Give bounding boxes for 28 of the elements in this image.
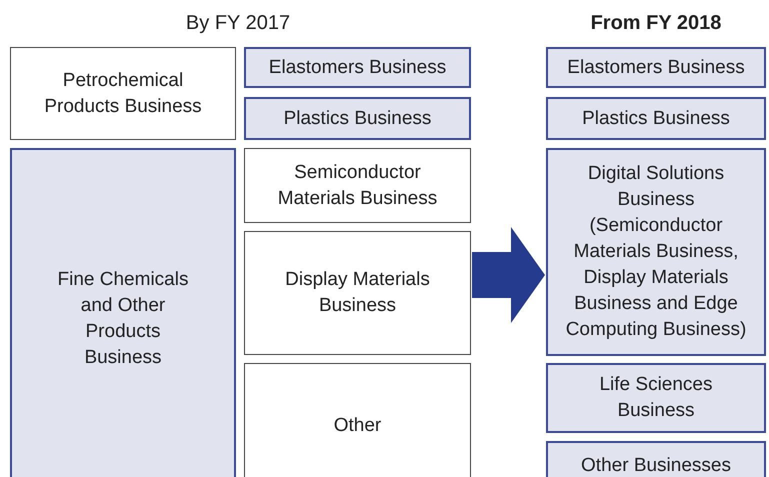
column-heading: From FY 2018 (590, 12, 722, 35)
box-title: Petrochemical Products Business (43, 68, 203, 118)
box-title: Digital Solutions Business (586, 162, 726, 212)
business-box (546, 148, 766, 356)
box-title: Elastomers Business (268, 56, 446, 80)
box-title: Other (334, 414, 382, 438)
business-box (546, 441, 766, 477)
business-box (10, 47, 236, 140)
business-box (546, 97, 766, 140)
business-box (244, 47, 471, 88)
box-title: Semiconductor Materials Business (276, 160, 438, 210)
box-title: Elastomers Business (567, 56, 745, 80)
business-box (244, 231, 471, 355)
business-box (546, 47, 766, 88)
business-box (244, 363, 471, 477)
box-title: Display Materials Business (284, 268, 431, 318)
box-title: Fine Chemicals and Other Products Business (56, 268, 190, 370)
box-title: Other Businesses (581, 454, 731, 477)
box-title: Plastics Business (582, 106, 730, 130)
business-box (244, 148, 471, 223)
box-title: Plastics Business (284, 106, 432, 130)
column-heading: By FY 2017 (184, 12, 292, 35)
business-box (244, 97, 471, 140)
box-title: Life Sciences Business (598, 373, 714, 423)
box-description: (Semiconductor Materials Business, Display Materials Business and Edge Computing Business) (564, 214, 748, 342)
business-box (546, 363, 766, 433)
business-box (10, 148, 236, 477)
block-arrow (472, 227, 545, 323)
